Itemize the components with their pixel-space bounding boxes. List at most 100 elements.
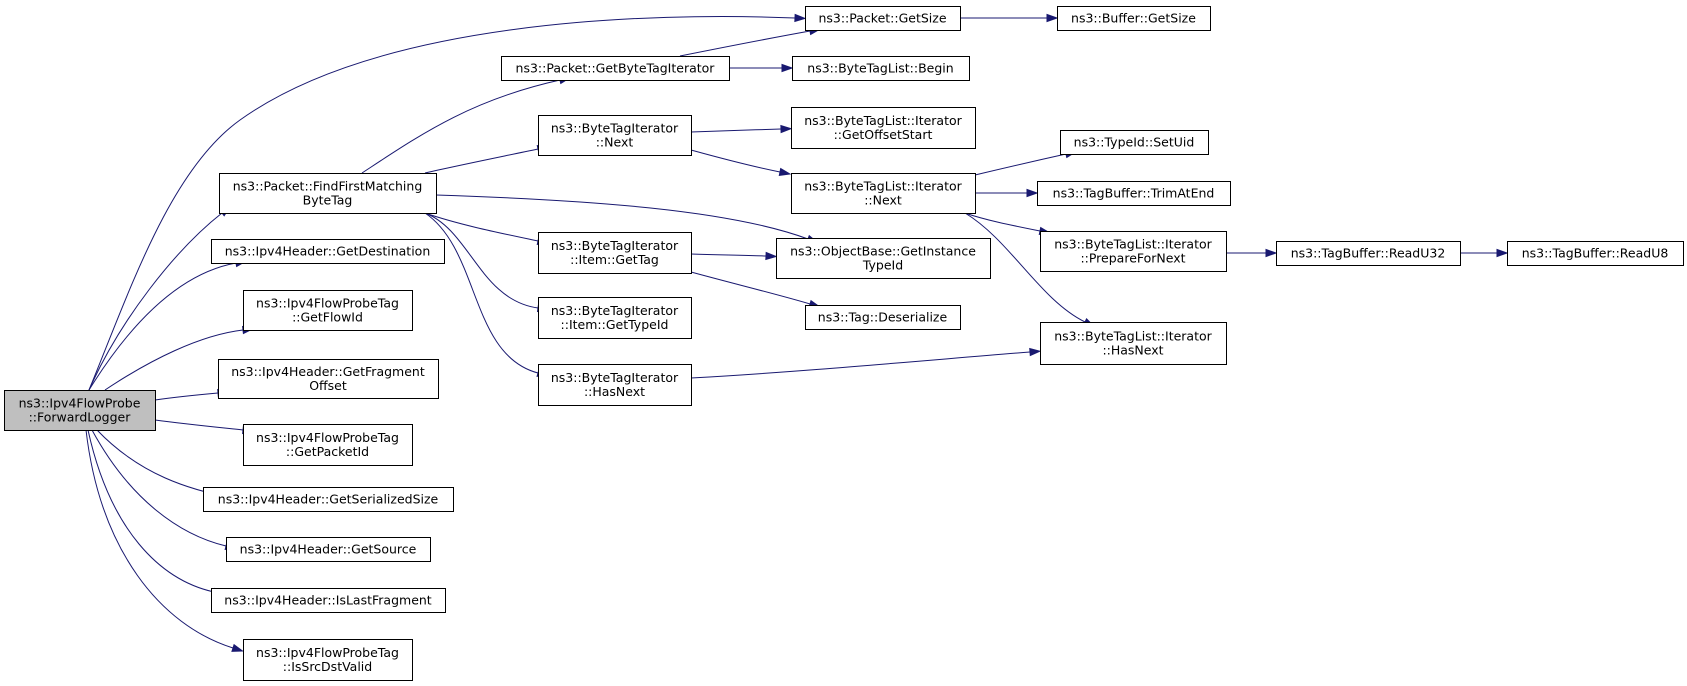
node-box [211, 588, 446, 613]
edge-line [690, 271, 811, 305]
node-btliprepare[interactable]: ns3::ByteTagList::Iterator::PrepareForNe… [1040, 231, 1227, 272]
node-label: ns3::Tag::Deserialize [818, 310, 948, 325]
node-btlihasnext[interactable]: ns3::ByteTagList::Iterator::HasNext [1040, 322, 1227, 365]
arrowhead-icon [1496, 248, 1509, 258]
node-box [538, 115, 692, 156]
node-bufgetsize[interactable]: ns3::Buffer::GetSize [1057, 6, 1211, 31]
node-getsource[interactable]: ns3::Ipv4Header::GetSource [226, 537, 431, 562]
edge-line [424, 212, 539, 242]
edge-fwdlogger-to-islastfrag [87, 429, 226, 596]
edge-line [91, 429, 227, 547]
edge-line [424, 212, 539, 309]
edge-line [154, 392, 219, 401]
node-label: ::PrepareForNext [1080, 251, 1185, 266]
node-label: ::Next [596, 135, 634, 150]
node-label: ns3::Ipv4FlowProbeTag [256, 430, 399, 445]
arrowhead-icon [1046, 13, 1059, 23]
node-typeidsetuid[interactable]: ns3::TypeId::SetUid [1060, 130, 1209, 155]
node-tagbuftrim[interactable]: ns3::TagBuffer::TrimAtEnd [1037, 181, 1231, 206]
arrowhead-icon [780, 124, 793, 134]
node-box [1037, 181, 1231, 206]
node-label: ns3::ByteTagIterator [551, 303, 679, 318]
node-islastfrag[interactable]: ns3::Ipv4Header::IsLastFragment [211, 588, 446, 613]
node-btinext[interactable]: ns3::ByteTagIterator::Next [538, 115, 692, 156]
node-label: ns3::Buffer::GetSize [1071, 11, 1196, 26]
node-box [1060, 130, 1209, 155]
node-label: ns3::Ipv4Header::GetFragment [231, 364, 425, 379]
node-label: ns3::Packet::GetSize [818, 11, 946, 26]
node-box [219, 173, 437, 214]
node-box [243, 290, 413, 331]
node-issrcdst[interactable]: ns3::Ipv4FlowProbeTag::IsSrcDstValid [243, 639, 413, 681]
edge-line [104, 329, 244, 391]
node-fwdlogger: ns3::Ipv4FlowProbe::ForwardLogger [4, 390, 156, 431]
edge-line [435, 194, 809, 240]
node-label: TypeId [862, 258, 903, 273]
node-label: ns3::ObjectBase::GetInstance [790, 244, 976, 259]
node-box [791, 107, 976, 149]
node-label: ns3::ByteTagList::Iterator [804, 179, 962, 194]
node-label: ns3::Ipv4FlowProbe [19, 396, 141, 411]
edge-btihasnext-to-btlihasnext [690, 347, 1042, 379]
node-box [1040, 322, 1227, 365]
edge-getbytetagiter-to-btlbegin [729, 63, 794, 73]
node-getsersize[interactable]: ns3::Ipv4Header::GetSerializedSize [203, 487, 454, 512]
edge-tagbufread32-to-tagbufread8 [1460, 248, 1509, 258]
edge-findfirst-to-btinext [424, 144, 550, 174]
arrowhead-icon [765, 251, 778, 261]
edge-line [690, 128, 782, 133]
node-label: ns3::TagBuffer::ReadU8 [1522, 246, 1669, 261]
node-box [211, 239, 445, 264]
node-box [226, 537, 431, 562]
node-btihasnext[interactable]: ns3::ByteTagIterator::HasNext [538, 364, 692, 406]
arrowhead-icon [231, 643, 244, 652]
node-getpktid[interactable]: ns3::Ipv4FlowProbeTag::GetPacketId [243, 424, 413, 466]
edge-btlinext-to-tagbuftrim [975, 188, 1039, 198]
node-btiitemtypeid[interactable]: ns3::ByteTagIterator::Item::GetTypeId [538, 297, 692, 339]
node-btlinext[interactable]: ns3::ByteTagList::Iterator::Next [791, 173, 976, 214]
edge-fwdlogger-to-pktgetsize [88, 13, 807, 391]
node-label: ::Item::GetTag [570, 252, 659, 267]
node-pktgetsize[interactable]: ns3::Packet::GetSize [805, 6, 961, 31]
edge-btiitemgettag-to-objbase [690, 251, 778, 261]
edge-line [690, 253, 767, 257]
node-label: ::HasNext [1102, 343, 1163, 358]
edge-fwdlogger-to-issrcdst [85, 429, 244, 652]
node-box [538, 232, 692, 274]
node-label: ns3::TypeId::SetUid [1074, 135, 1195, 150]
node-box [1276, 241, 1461, 266]
arrowhead-icon [794, 13, 807, 23]
node-box [538, 297, 692, 339]
node-label: ns3::Ipv4Header::GetDestination [225, 244, 431, 259]
edge-line [88, 212, 223, 391]
node-label: ns3::ByteTagIterator [551, 370, 679, 385]
node-label: ::GetOffsetStart [834, 127, 933, 142]
node-label: ::HasNext [584, 384, 645, 399]
node-label: ::GetPacketId [286, 444, 369, 459]
edge-line [88, 262, 237, 391]
edge-findfirst-to-btihasnext [424, 212, 550, 377]
node-btlbegin[interactable]: ns3::ByteTagList::Begin [792, 56, 970, 81]
node-btiitemgettag[interactable]: ns3::ByteTagIterator::Item::GetTag [538, 232, 692, 274]
node-tagbufread8[interactable]: ns3::TagBuffer::ReadU8 [1507, 241, 1684, 266]
node-tagdeser[interactable]: ns3::Tag::Deserialize [805, 305, 961, 330]
node-btlioffset[interactable]: ns3::ByteTagList::Iterator::GetOffsetSta… [791, 107, 976, 149]
edge-btliprepare-to-tagbufread32 [1226, 248, 1278, 258]
node-box [243, 639, 413, 681]
node-getdest[interactable]: ns3::Ipv4Header::GetDestination [211, 239, 445, 264]
node-getflowid[interactable]: ns3::Ipv4FlowProbeTag::GetFlowId [243, 290, 413, 331]
node-box [805, 6, 961, 31]
node-getbytetagiter[interactable]: ns3::Packet::GetByteTagIterator [501, 56, 730, 81]
node-label: ns3::Ipv4Header::IsLastFragment [224, 593, 432, 608]
edge-btlinext-to-btliprepare [964, 212, 1052, 236]
node-tagbufread32[interactable]: ns3::TagBuffer::ReadU32 [1276, 241, 1461, 266]
node-box [1507, 241, 1684, 266]
node-label: ::GetFlowId [292, 310, 363, 325]
node-box [203, 487, 454, 512]
edge-fwdlogger-to-getfragoff [154, 388, 230, 401]
edge-fwdlogger-to-getpktid [154, 419, 255, 435]
